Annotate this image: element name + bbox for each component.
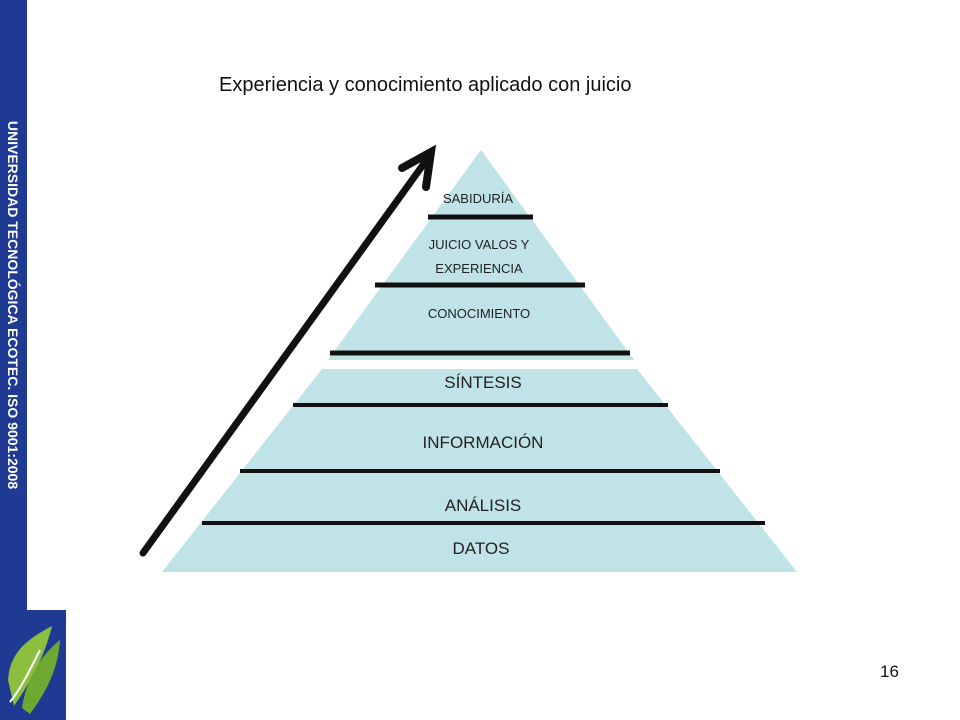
level-label-analisis: ANÁLISIS [444,496,522,515]
page-number: 16 [880,662,899,681]
level-label-conocimiento: CONOCIMIENTO [427,306,531,321]
ecotec-logo [0,610,66,720]
level-label-juicio-line2: EXPERIENCIA [435,261,523,276]
level-label-sintesis: SÍNTESIS [444,373,522,392]
level-label-datos: DATOS [452,539,510,558]
slide-title: Experiencia y conocimiento aplicado con … [219,74,632,96]
level-label-sabiduria: SABIDURÍA [442,191,514,206]
level-label-informacion: INFORMACIÓN [422,433,544,452]
level-label-juicio-line1: JUICIO VALOS Y [428,237,530,252]
sidebar-band: UNIVERSIDAD TECNOLÓGICA ECOTEC. ISO 9001… [0,0,27,610]
progression-arrow [139,144,437,557]
pyramid-upper-section [327,150,635,360]
